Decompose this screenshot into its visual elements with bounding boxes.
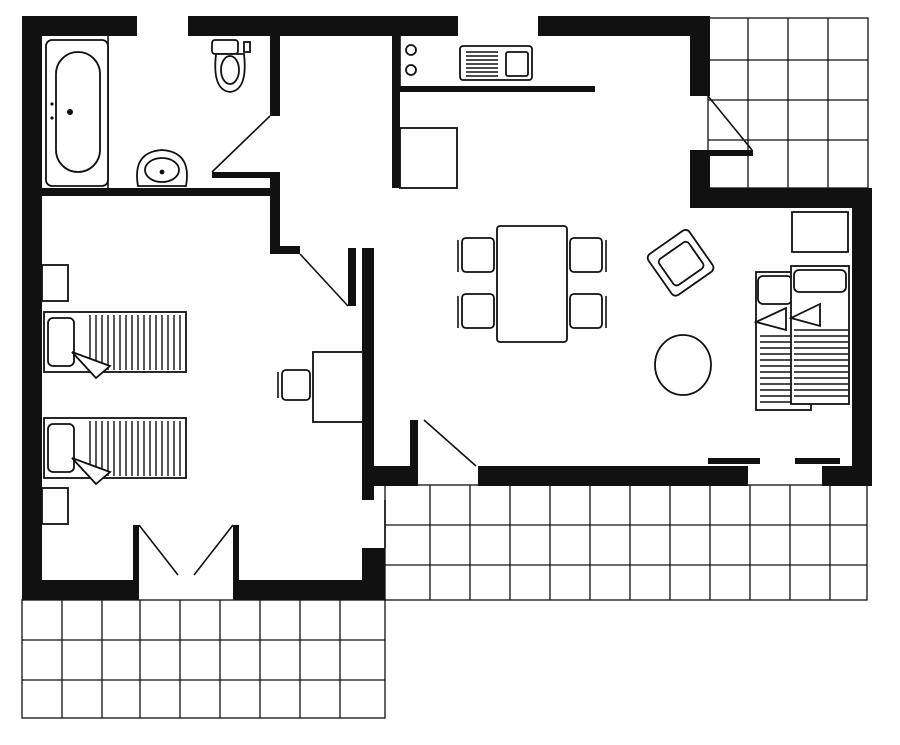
desk-chair [277, 369, 311, 401]
bathtub [45, 39, 109, 187]
living-area [646, 229, 715, 396]
dining-chair [457, 293, 495, 329]
toilet [211, 39, 251, 93]
terrace-bottom-right [384, 484, 868, 601]
terrace-bottom-left [21, 599, 386, 719]
dining-chair [569, 237, 607, 273]
dining-area [457, 225, 607, 343]
drainboard-hatch [466, 51, 498, 77]
stove [405, 44, 417, 76]
armchair [646, 229, 715, 297]
single-bed [788, 265, 850, 405]
dining-chair [569, 293, 607, 329]
round-table [654, 334, 712, 396]
exterior-walls [22, 16, 872, 600]
washbasin [136, 149, 188, 187]
desk [312, 351, 364, 423]
nightstand [791, 211, 849, 253]
dining-chair [457, 237, 495, 273]
single-bed [43, 311, 187, 380]
dining-table [496, 225, 568, 343]
sleeping-alcove [753, 211, 850, 411]
sink [459, 45, 533, 81]
bed-stripes [794, 329, 848, 397]
nightstand [41, 487, 69, 525]
nightstand [41, 264, 69, 302]
bed-stripes [89, 315, 181, 370]
door-swings [138, 95, 753, 576]
counter [392, 127, 458, 189]
kitchen [392, 36, 533, 189]
bedroom [41, 264, 364, 525]
single-bed [43, 417, 187, 486]
bathroom [45, 36, 251, 188]
interior-walls [42, 36, 840, 600]
terrace-corner [707, 17, 869, 189]
